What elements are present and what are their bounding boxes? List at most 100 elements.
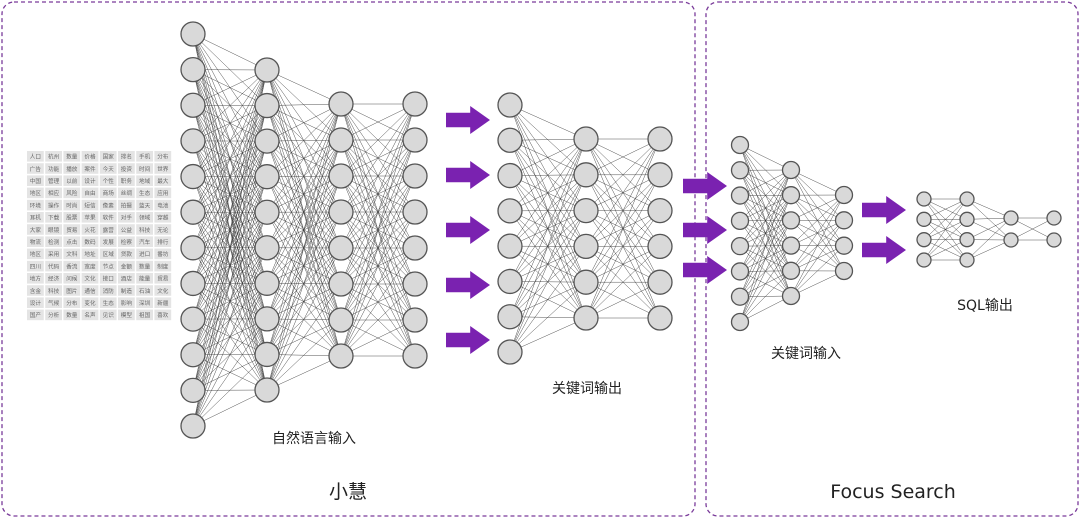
word-cell-text: 大家 bbox=[30, 226, 42, 234]
neuron-node bbox=[573, 126, 599, 152]
word-cell bbox=[118, 297, 135, 308]
neuron-node bbox=[573, 269, 599, 295]
word-cell bbox=[63, 212, 81, 223]
word-cell-text: 贸易 bbox=[66, 226, 78, 234]
word-grid: 人口杭州数量价格国家排名手机分布广告功能播放案件今天投资时间世界中国管理以前设计… bbox=[27, 151, 172, 321]
word-cell bbox=[118, 224, 135, 235]
word-cell bbox=[136, 260, 153, 272]
word-cell-text: 图片 bbox=[66, 287, 78, 295]
neuron-node bbox=[916, 211, 932, 227]
word-cell-text: 商场 bbox=[103, 189, 115, 197]
neuron-node bbox=[254, 164, 280, 190]
word-cell-text: 数码 bbox=[84, 238, 96, 246]
word-cell bbox=[63, 236, 81, 247]
flow-arrows bbox=[446, 106, 906, 354]
word-cell-text: 含金 bbox=[30, 287, 42, 295]
neuron-node bbox=[180, 377, 206, 404]
xiaohui-title: 小慧 bbox=[329, 481, 367, 503]
neuron-node bbox=[497, 92, 523, 118]
word-cell bbox=[81, 236, 99, 247]
neuron-node bbox=[254, 92, 280, 119]
neuron-node bbox=[781, 236, 801, 255]
word-cell-text: 接口 bbox=[103, 275, 114, 283]
word-cell-text: 检测 bbox=[48, 238, 60, 246]
word-cell bbox=[63, 273, 81, 284]
word-cell bbox=[81, 187, 99, 199]
neuron-node bbox=[328, 127, 354, 153]
word-cell bbox=[118, 212, 135, 223]
neuron-node bbox=[730, 262, 750, 281]
word-cell-text: 汽车 bbox=[139, 238, 151, 246]
word-cell bbox=[63, 175, 81, 186]
neuron-node bbox=[254, 377, 280, 403]
word-cell-text: 消防 bbox=[103, 287, 115, 295]
word-cell-text: 国产 bbox=[30, 311, 42, 319]
neuron-node bbox=[573, 197, 599, 224]
word-cell-text: 点击 bbox=[66, 238, 78, 246]
word-cell-text: 分析 bbox=[48, 311, 60, 319]
word-cell bbox=[99, 248, 117, 260]
word-cell-text: 代码 bbox=[48, 262, 60, 270]
word-cell-text: 地区 bbox=[30, 250, 42, 258]
neuron-node bbox=[497, 304, 523, 330]
neuron-node bbox=[730, 186, 750, 205]
neuron-node bbox=[497, 162, 523, 189]
word-cell-text: 气候 bbox=[48, 299, 60, 307]
word-cell-text: 穿越 bbox=[157, 214, 169, 222]
word-cell bbox=[99, 273, 117, 284]
word-cell bbox=[45, 273, 62, 284]
word-cell-text: 科技 bbox=[139, 226, 151, 234]
neural-networks bbox=[180, 21, 1062, 439]
word-cell-text: 播放 bbox=[66, 165, 78, 173]
word-cell-text: 杭州 bbox=[48, 153, 59, 161]
word-cell-text: 地区 bbox=[30, 189, 42, 197]
word-cell bbox=[27, 285, 44, 296]
word-cell-text: 文科 bbox=[66, 250, 78, 258]
word-cell-text: 数量 bbox=[139, 262, 151, 270]
word-cell-text: 通信 bbox=[84, 287, 96, 295]
keyword-output-label: 关键词输出 bbox=[552, 381, 622, 397]
word-cell-text: 排行 bbox=[157, 238, 169, 246]
word-cell bbox=[99, 163, 117, 174]
flow-arrow bbox=[446, 271, 490, 299]
neuron-node bbox=[834, 185, 854, 205]
word-cell bbox=[154, 248, 172, 260]
neuron-node bbox=[254, 199, 280, 225]
word-cell bbox=[99, 175, 117, 186]
word-cell bbox=[154, 224, 172, 235]
word-cell-text: 拍摄 bbox=[121, 201, 133, 209]
neuron-node bbox=[402, 271, 428, 297]
flow-arrow bbox=[446, 216, 490, 244]
neuron-node bbox=[180, 92, 206, 118]
word-cell bbox=[99, 309, 117, 321]
neuron-node bbox=[180, 199, 206, 225]
word-cell bbox=[27, 297, 44, 308]
neuron-node bbox=[497, 233, 523, 259]
word-cell-text: 中国 bbox=[30, 177, 42, 185]
word-cell-text: 见识 bbox=[103, 312, 115, 319]
word-cell bbox=[118, 236, 135, 247]
word-cell-text: 露营 bbox=[103, 226, 115, 234]
neuron-node bbox=[730, 211, 750, 231]
word-cell bbox=[81, 273, 99, 284]
word-cell-text: 科技 bbox=[48, 287, 60, 295]
word-cell bbox=[154, 199, 172, 211]
neuron-node bbox=[328, 235, 354, 261]
word-cell bbox=[45, 236, 62, 247]
neuron-node bbox=[781, 186, 801, 205]
word-cell bbox=[118, 260, 135, 272]
word-cell-text: 发展 bbox=[103, 238, 115, 246]
word-cell-text: 酒店 bbox=[121, 275, 133, 283]
flow-arrow bbox=[683, 216, 727, 244]
word-cell bbox=[118, 248, 135, 260]
word-cell bbox=[136, 309, 153, 321]
edges bbox=[923, 198, 1055, 261]
word-cell bbox=[118, 285, 135, 296]
word-cell bbox=[154, 212, 172, 223]
neuron-node bbox=[402, 199, 428, 225]
neuron-node bbox=[180, 413, 206, 439]
word-cell bbox=[81, 175, 99, 186]
neuron-node bbox=[730, 161, 750, 180]
word-cell-text: 应用 bbox=[157, 189, 168, 197]
flow-arrow bbox=[862, 236, 906, 264]
